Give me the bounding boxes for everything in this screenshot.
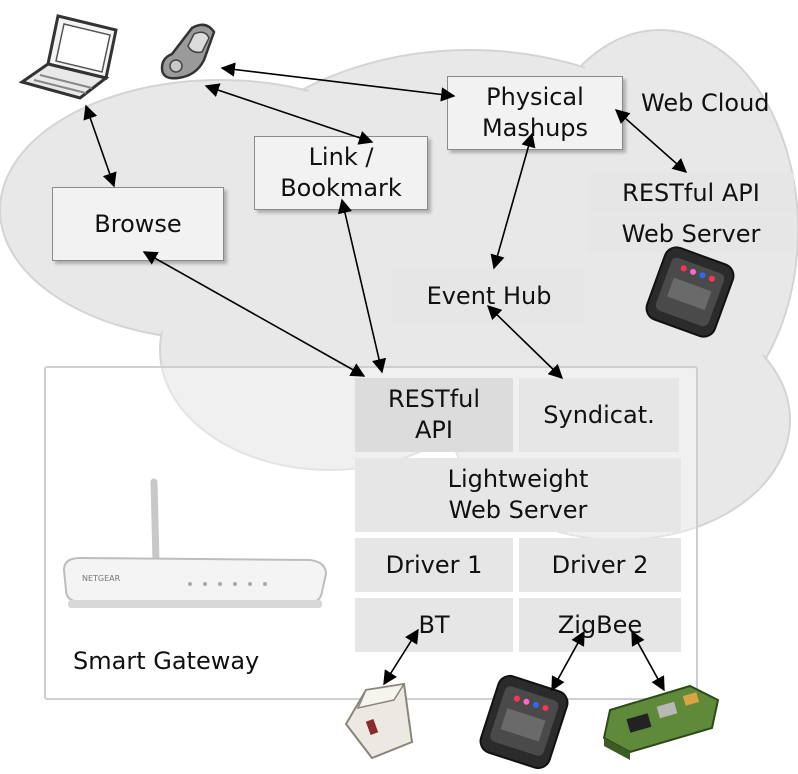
arrow-link-api: [337, 198, 387, 374]
cloud-restful-api-layer: RESTful API: [588, 173, 794, 213]
sun-spot-sensor-icon: [645, 246, 735, 338]
bt-layer: BT: [355, 598, 513, 652]
arrow-mashups-eventhub: [490, 132, 536, 270]
arrow-bt-plug: [383, 628, 419, 686]
arrow-eventhub-syndication: [486, 304, 564, 380]
arrow-laptop-browse: [83, 104, 117, 188]
physical-mashups-node: Physical Mashups: [447, 76, 623, 150]
cloud-web-server-layer: Web Server: [588, 216, 794, 252]
arrow-zigbee-sunspot: [551, 630, 585, 692]
arrow-zigbee-board: [631, 630, 665, 692]
sun-spot-sensor-icon: [479, 674, 569, 770]
arrow-mashups-cloudapi: [614, 109, 688, 173]
laptop-icon: [18, 14, 118, 100]
link-bookmark-node: Link / Bookmark: [254, 136, 428, 210]
power-plug-meter-icon: [344, 682, 414, 760]
connection-arrows: [83, 62, 688, 692]
sensor-board-icon: [602, 684, 720, 760]
browse-node: Browse: [52, 187, 224, 261]
svg-text:NETGEAR: NETGEAR: [82, 574, 121, 583]
mobile-phone-icon: [160, 23, 216, 80]
arrow-phone-link: [204, 83, 374, 145]
lightweight-web-server-layer: Lightweight Web Server: [355, 458, 681, 532]
arrow-phone-mashups: [220, 62, 456, 102]
driver-1-layer: Driver 1: [355, 538, 513, 592]
arrow-browse-api: [142, 251, 366, 377]
gateway-restful-api-layer: RESTful API: [355, 378, 513, 452]
smart-gateway-label: Smart Gateway: [73, 647, 260, 675]
syndication-layer: Syndicat.: [519, 378, 679, 452]
wifi-router-icon: NETGEAR: [62, 478, 328, 608]
driver-2-layer: Driver 2: [519, 538, 681, 592]
